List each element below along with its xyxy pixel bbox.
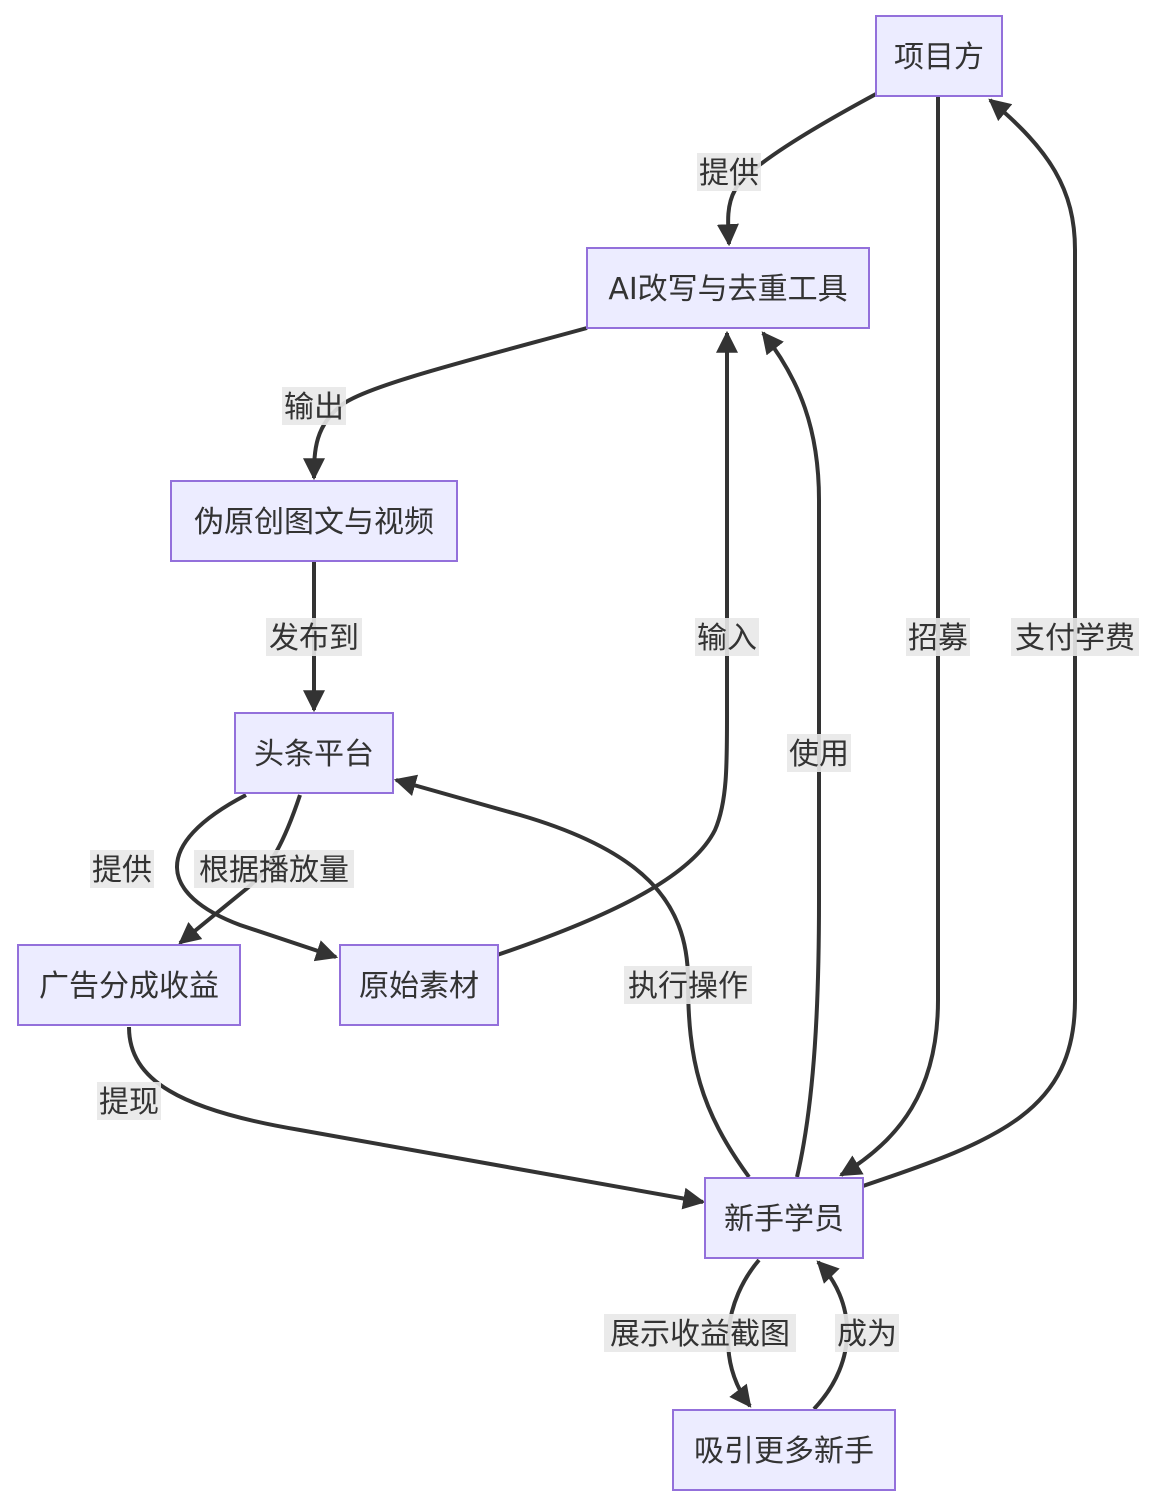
- node-newbie[interactable]: 新手学员: [704, 1177, 864, 1259]
- node-ai-tool[interactable]: AI改写与去重工具: [586, 247, 870, 329]
- edge-revenue-to-newbie: [127, 1026, 706, 1210]
- edge-label-use: 使用: [787, 734, 851, 772]
- edge-project-to-newbie: [839, 97, 940, 1177]
- svg-text:吸引更多新手: 吸引更多新手: [694, 1434, 874, 1469]
- svg-text:根据播放量: 根据播放量: [199, 853, 349, 888]
- node-project[interactable]: 项目方: [875, 15, 1003, 97]
- svg-text:AI改写与去重工具: AI改写与去重工具: [608, 272, 847, 307]
- edge-newbie-to-project: [862, 98, 1077, 1188]
- edge-label-provide-tool: 提供: [697, 153, 761, 191]
- svg-text:输入: 输入: [697, 621, 757, 656]
- edge-newbie-to-ai-tool: [761, 331, 821, 1178]
- svg-text:原始素材: 原始素材: [359, 969, 479, 1004]
- edge-label-publish-to: 发布到: [266, 618, 362, 656]
- edge-label-recruit: 招募: [906, 618, 970, 656]
- edge-label-pay-tuition: 支付学费: [1011, 618, 1139, 656]
- svg-text:支付学费: 支付学费: [1015, 621, 1135, 656]
- svg-text:展示收益截图: 展示收益截图: [610, 1317, 790, 1352]
- edge-platform-to-raw: [175, 793, 339, 962]
- svg-text:项目方: 项目方: [894, 40, 984, 75]
- edge-label-become: 成为: [835, 1314, 899, 1352]
- svg-text:招募: 招募: [908, 621, 968, 656]
- edge-label-execute: 执行操作: [624, 966, 752, 1004]
- svg-text:提现: 提现: [99, 1085, 159, 1120]
- svg-text:执行操作: 执行操作: [628, 969, 748, 1004]
- edge-raw-to-ai-tool: [496, 330, 738, 957]
- svg-text:广告分成收益: 广告分成收益: [39, 969, 219, 1004]
- svg-text:头条平台: 头条平台: [254, 737, 374, 772]
- svg-text:新手学员: 新手学员: [724, 1202, 844, 1237]
- svg-text:伪原创图文与视频: 伪原创图文与视频: [194, 505, 434, 540]
- svg-text:输出: 输出: [284, 390, 344, 425]
- node-ad-revenue[interactable]: 广告分成收益: [17, 944, 241, 1026]
- edge-label-show-screenshot: 展示收益截图: [604, 1314, 796, 1352]
- svg-text:提供: 提供: [92, 853, 152, 888]
- svg-text:发布到: 发布到: [269, 621, 359, 656]
- svg-text:使用: 使用: [789, 737, 849, 772]
- svg-text:提供: 提供: [699, 156, 759, 191]
- svg-text:成为: 成为: [837, 1317, 897, 1352]
- edge-label-by-views: 根据播放量: [194, 850, 354, 888]
- node-pseudo-content[interactable]: 伪原创图文与视频: [170, 480, 458, 562]
- edge-label-output: 输出: [282, 387, 346, 425]
- node-platform[interactable]: 头条平台: [234, 712, 394, 794]
- node-attract[interactable]: 吸引更多新手: [672, 1409, 896, 1491]
- edge-label-withdraw: 提现: [97, 1082, 161, 1120]
- edge-ai-tool-to-pseudo: [303, 326, 588, 481]
- edge-label-provide-material: 提供: [90, 850, 154, 888]
- node-raw-material[interactable]: 原始素材: [339, 944, 499, 1026]
- edge-label-input: 输入: [695, 618, 759, 656]
